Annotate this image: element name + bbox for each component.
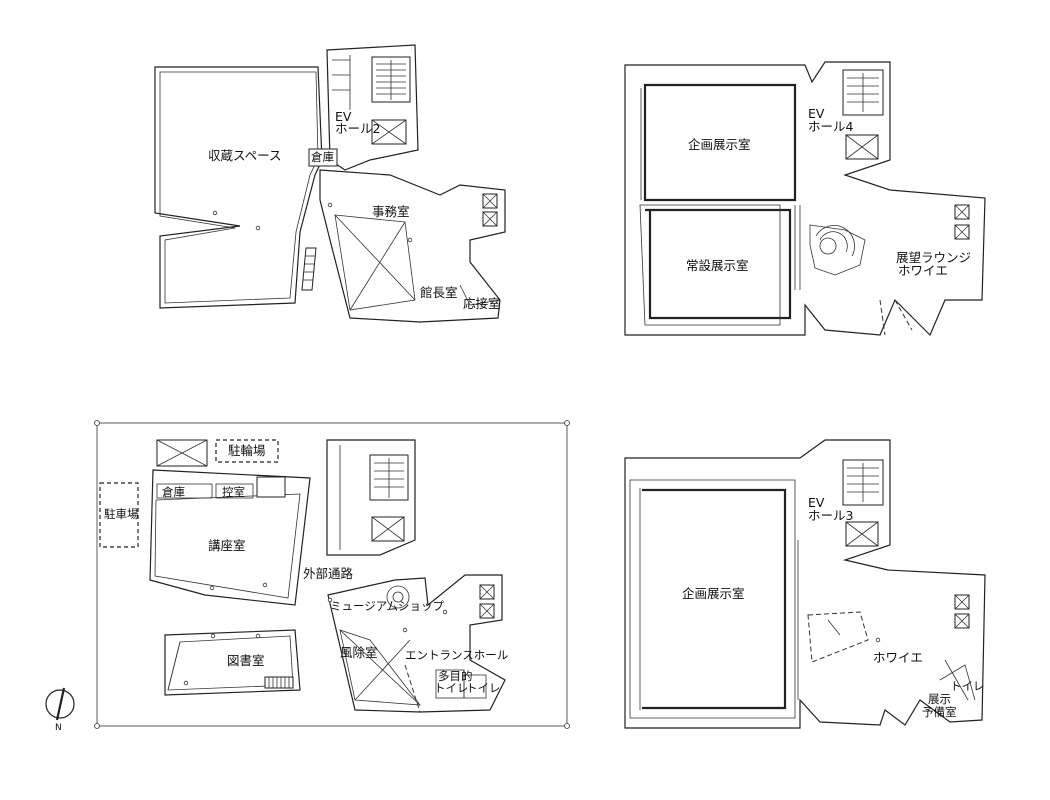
waiting-room-label: 控室 xyxy=(222,485,245,499)
ev-hall-4-label-line1: EV xyxy=(808,106,825,121)
floor-plan-4f: 企画展示室 EV ホール4 常設展示室 展望ラウンジ ホワイエ xyxy=(624,61,986,337)
toilet-label-1f: トイレ xyxy=(466,681,501,695)
outdoor-passage-label: 外部通路 xyxy=(303,566,354,581)
bicycle-parking-label: 駐輪場 xyxy=(228,443,266,458)
ev-hall-2-label-line1: EV xyxy=(335,109,352,124)
planning-exhibition-4f-label: 企画展示室 xyxy=(688,137,751,152)
floor-plan-1f: 駐輪場 駐車場 倉庫 控室 講座室 xyxy=(45,420,570,733)
entrance-hall-label: エントランスホール xyxy=(405,648,508,662)
ev-hall-3-label-line2: ホール3 xyxy=(808,508,853,523)
ev-hall-3-label-line1: EV xyxy=(808,495,825,510)
ev-hall-2-label-line2: ホール2 xyxy=(335,121,380,136)
windbreak-room-label: 風除室 xyxy=(340,645,378,660)
lecture-room-label: 講座室 xyxy=(208,538,246,553)
reception-room-label: 応接室 xyxy=(463,296,501,311)
director-room-label: 館長室 xyxy=(420,285,458,300)
warehouse-label-2f: 倉庫 xyxy=(311,150,334,164)
exhibit-prep-label-line1: 展示 xyxy=(928,692,951,706)
permanent-exhibition-label: 常設展示室 xyxy=(686,258,749,273)
storage-space-label: 収蔵スペース xyxy=(208,148,282,163)
warehouse-label-1f: 倉庫 xyxy=(162,485,185,499)
floor-plan-2f: 収蔵スペース EV ホール2 倉庫 事務室 館長室 応接室 xyxy=(154,44,506,323)
library-label: 図書室 xyxy=(227,653,265,668)
museum-shop-label: ミュージアムショップ xyxy=(330,599,444,613)
north-label: N xyxy=(55,723,62,733)
toilet-label-3f: トイレ xyxy=(950,679,985,693)
foyer-label-3f: ホワイエ xyxy=(873,650,923,665)
office-label: 事務室 xyxy=(372,204,410,219)
lounge-label-line1: 展望ラウンジ xyxy=(896,250,971,265)
floor-plan-3f: EV ホール3 企画展示室 ホワイエ 展示 予備室 トイレ xyxy=(624,439,986,729)
parking-label: 駐車場 xyxy=(104,507,139,521)
north-arrow-icon xyxy=(45,687,75,721)
exhibit-prep-label-line2: 予備室 xyxy=(922,705,957,719)
multipurpose-toilet-label-line1: 多目的 xyxy=(438,669,473,683)
multipurpose-toilet-label-line2: トイレ xyxy=(434,681,469,695)
planning-exhibition-3f-label: 企画展示室 xyxy=(682,586,745,601)
lounge-label-line2: ホワイエ xyxy=(898,263,948,278)
ev-hall-4-label-line2: ホール4 xyxy=(808,119,854,134)
